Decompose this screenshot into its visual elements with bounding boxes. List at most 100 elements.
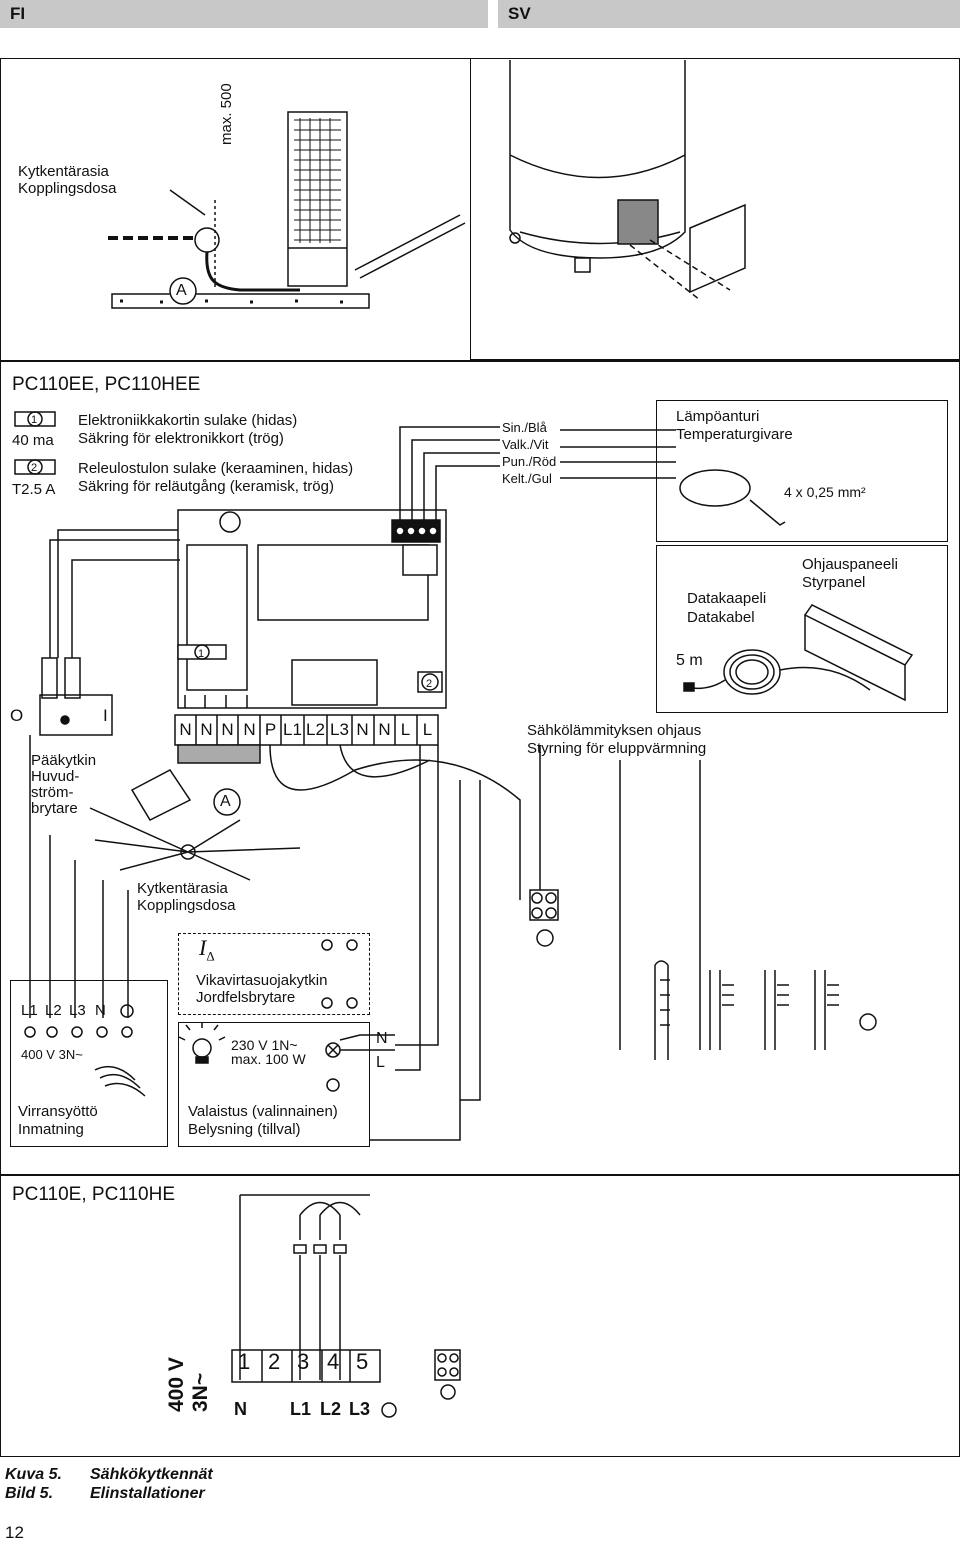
terminal-l1: L1 — [283, 720, 302, 739]
rcd-box — [178, 933, 370, 1015]
sensor-cable-area: 4 x 0,25 mm² — [784, 484, 866, 500]
terminal-n3: N — [221, 720, 234, 739]
wire-color-0: Sin./Blå — [502, 420, 547, 435]
lighting-label-fi: Valaistus (valinnainen) — [188, 1103, 338, 1120]
lighting-power: max. 100 W — [231, 1051, 306, 1067]
fuse2-sv: Säkring för reläutgång (keramisk, trög) — [78, 478, 334, 495]
junction2-fi: Kytkentärasia — [137, 880, 228, 897]
datacable-label-fi: Datakaapeli — [687, 590, 767, 607]
board-fuse1: 1 — [198, 648, 205, 660]
fuse1-sv: Säkring för elektronikkort (trög) — [78, 430, 284, 447]
floor-strip — [111, 293, 370, 309]
rcd-label-sv: Jordfelsbrytare — [196, 989, 296, 1006]
marker-a-circle — [169, 277, 197, 305]
main-switch — [39, 694, 113, 736]
heating-ctrl-fi: Sähkölämmityksen ohjaus — [527, 722, 702, 739]
bottom-num-5: 5 — [356, 1349, 369, 1374]
models-top: PC110EE, PC110HEE — [12, 374, 201, 395]
fuse2-fi: Releulostulon sulake (keraaminen, hidas) — [78, 460, 354, 477]
caption-sv-number: Bild 5. — [5, 1485, 54, 1502]
terminal-n1: N — [179, 720, 192, 739]
bottom-num-4: 4 — [327, 1349, 340, 1374]
fuse2-rating: T2.5 A — [12, 481, 56, 498]
lang-tag-sv: SV — [498, 0, 960, 28]
page-number: 12 — [5, 1523, 24, 1542]
lang-tag-fi: FI — [0, 0, 488, 28]
datacable-length: 5 m — [676, 652, 703, 669]
sensor-box — [656, 400, 948, 542]
bottom-voltage: 400 V — [165, 1357, 188, 1412]
junction-label-sv: Kopplingsdosa — [18, 180, 117, 197]
caption-sv: Elinstallationer — [90, 1485, 205, 1502]
marker-a: A — [176, 282, 187, 299]
stove-cover — [689, 203, 746, 294]
fuse1-fi: Elektroniikkakortin sulake (hidas) — [78, 412, 298, 429]
lighting-label-sv: Belysning (tillval) — [188, 1121, 301, 1138]
sensor-label-fi: Lämpöanturi — [676, 408, 760, 425]
terminal-n5: N — [356, 720, 369, 739]
bottom-label-l3: L3 — [349, 1399, 371, 1419]
terminal-n2: N — [200, 720, 213, 739]
max-distance-label: max. 500 — [218, 83, 235, 145]
board-fuse2: 2 — [426, 678, 433, 690]
bottom-num-3: 3 — [297, 1349, 310, 1374]
heating-ctrl-sv: Styrning för eluppvärmning — [527, 740, 707, 757]
terminal-block — [174, 714, 439, 746]
bottom-phase: 3N~ — [189, 1372, 212, 1412]
bottom-num-1: 1 — [238, 1349, 251, 1374]
caption-fi: Sähkökytkennät — [90, 1466, 213, 1483]
lighting-box — [178, 1022, 370, 1147]
junction2-sv: Kopplingsdosa — [137, 897, 236, 914]
supply-label-fi: Virransyöttö — [18, 1103, 98, 1120]
switch-label-sv1: Huvud- — [31, 768, 80, 785]
rcd-symbol: IΔ — [199, 935, 215, 964]
supply-term-l1: L1 — [21, 1002, 38, 1019]
switch-on-label: I — [103, 706, 108, 725]
bottom-label-n: N — [234, 1399, 247, 1419]
supply-box — [10, 980, 168, 1147]
switch-off-label: O — [10, 706, 24, 725]
terminal-l-a: L — [400, 720, 411, 739]
supply-term-l2: L2 — [45, 1002, 62, 1019]
lighting-l: L — [376, 1054, 385, 1071]
terminal-l2: L2 — [306, 720, 325, 739]
lighting-voltage: 230 V 1N~ — [231, 1037, 298, 1053]
sensor-label-sv: Temperaturgivare — [676, 426, 793, 443]
terminal-l3: L3 — [330, 720, 349, 739]
lighting-n: N — [376, 1030, 388, 1047]
fuse1-number: 1 — [31, 414, 38, 426]
terminal-l-b: L — [422, 720, 433, 739]
panel-label-sv: Styrpanel — [802, 574, 866, 591]
models-bottom: PC110E, PC110HE — [12, 1184, 175, 1205]
stove-electronics — [617, 199, 659, 245]
wire-color-2: Pun./Röd — [502, 454, 557, 469]
panel-label-fi: Ohjauspaneeli — [802, 556, 898, 573]
switch-label-sv3: brytare — [31, 800, 78, 817]
bottom-num-2: 2 — [268, 1349, 281, 1374]
supply-term-n: N — [95, 1002, 106, 1019]
panel-box — [656, 545, 948, 713]
terminal-p: P — [264, 720, 277, 739]
rcd-label-fi: Vikavirtasuojakytkin — [196, 972, 328, 989]
switch-label-sv2: ström- — [31, 784, 74, 801]
board-marker-a: A — [220, 793, 231, 810]
supply-term-l3: L3 — [69, 1002, 86, 1019]
control-panel-shape — [804, 613, 906, 702]
control-board — [177, 509, 447, 709]
bottom-label-l1: L1 — [290, 1399, 312, 1419]
caption-fi-number: Kuva 5. — [5, 1466, 62, 1483]
supply-voltage: 400 V 3N~ — [21, 1047, 83, 1062]
wire-color-1: Valk./Vit — [502, 437, 549, 452]
switch-label-fi: Pääkytkin — [31, 752, 97, 769]
wire-color-3: Kelt./Gul — [502, 471, 552, 486]
terminal-n6: N — [378, 720, 391, 739]
junction-label-fi: Kytkentärasia — [18, 163, 109, 180]
datacable-label-sv: Datakabel — [687, 609, 755, 626]
fuse1-rating: 40 ma — [12, 432, 54, 449]
heater-body — [287, 111, 348, 287]
supply-label-sv: Inmatning — [18, 1121, 84, 1138]
fuse2-number: 2 — [31, 462, 38, 474]
terminal-n4: N — [243, 720, 256, 739]
bottom-label-l2: L2 — [320, 1399, 342, 1419]
